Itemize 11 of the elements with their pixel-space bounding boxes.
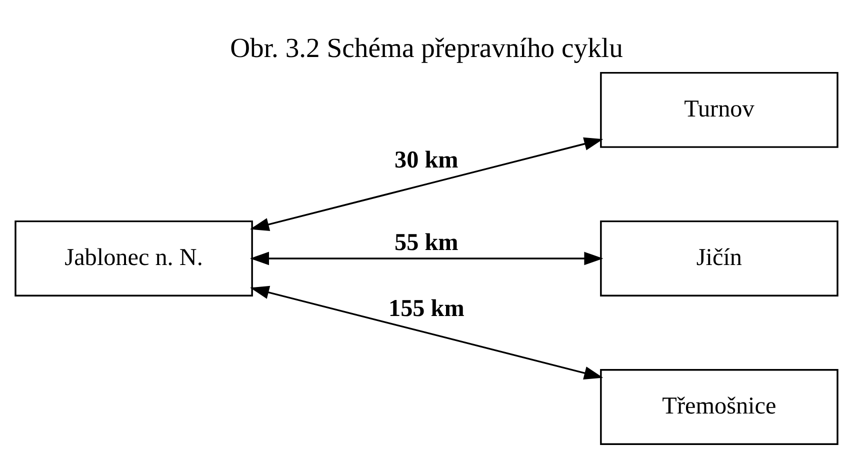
edge-label: 30 km [394,146,458,173]
node-box: Třemošnice [600,368,838,444]
node-box: Jablonec n. N. [14,220,253,296]
node-box: Jičín [600,220,838,296]
arrow [250,285,604,380]
diagram-title: Obr. 3.2 Schéma přepravního cyklu [230,31,623,62]
edge-label: 155 km [388,294,464,322]
arrow [250,136,604,230]
edge-label: 55 km [394,228,458,256]
node-box: Turnov [600,71,838,148]
arrow [250,251,604,265]
